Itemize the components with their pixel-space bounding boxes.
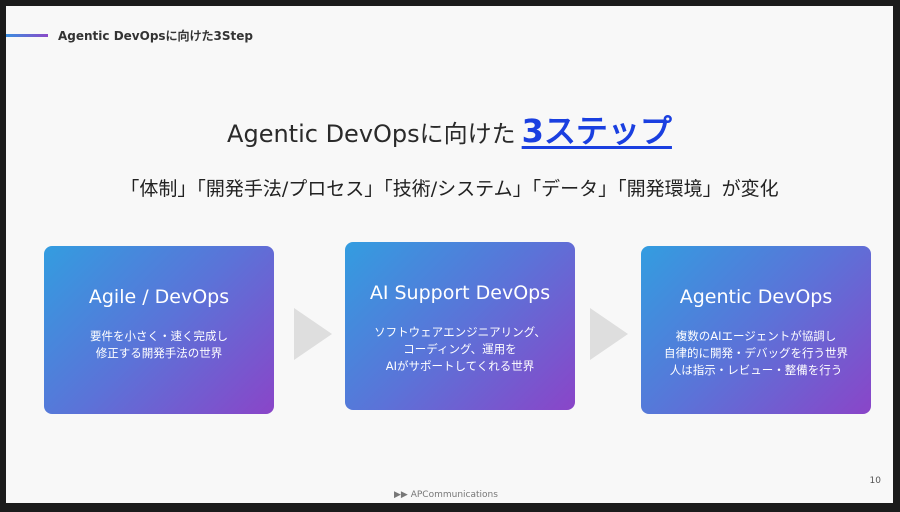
step-card-2: AI Support DevOps ソフトウェアエンジニアリング、 コーディング、… <box>345 242 575 410</box>
header-accent-line <box>6 34 48 37</box>
card-title: AI Support DevOps <box>369 282 551 304</box>
logo-mark-icon: ▶▶ <box>394 490 408 500</box>
card-desc: 要件を小さく・速く完成し 修正する開発手法の世界 <box>90 329 228 360</box>
company-logo: ▶▶ APCommunications <box>394 490 498 500</box>
logo-text: APCommunications <box>410 490 498 500</box>
card-desc: 複数のAIエージェントが協調し 自律的に開発・デバッグを行う世界 人は指示・レビ… <box>664 329 848 377</box>
subtitle: 「体制」「開発手法/プロセス」「技術/システム」「データ」「開発環境」が変化 <box>120 178 779 200</box>
arrow-icon <box>590 308 628 360</box>
slide: Agentic DevOpsに向けた3Step Agentic DevOpsに向… <box>6 6 893 503</box>
card-title: Agile / DevOps <box>88 286 230 308</box>
title-prefix: Agentic DevOpsに向けた <box>227 120 516 148</box>
arrow-icon <box>294 308 332 360</box>
card-desc: ソフトウェアエンジニアリング、 コーディング、運用を AIがサポートしてくれる世… <box>374 325 546 373</box>
header-title: Agentic DevOpsに向けた3Step <box>58 29 254 43</box>
card-title: Agentic DevOps <box>679 286 833 308</box>
step-card-3: Agentic DevOps 複数のAIエージェントが協調し 自律的に開発・デバッ… <box>641 246 871 414</box>
step-card-1: Agile / DevOps 要件を小さく・速く完成し 修正する開発手法の世界 <box>44 246 274 414</box>
title-accent: 3ステップ <box>521 112 672 150</box>
page-number: 10 <box>869 476 881 486</box>
